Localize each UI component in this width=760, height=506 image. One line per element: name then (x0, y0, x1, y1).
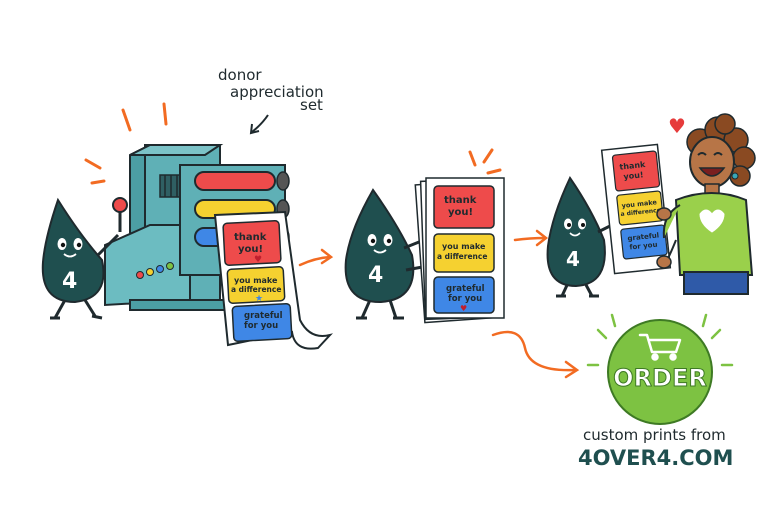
donor-appreciation-annotation: donor appreciation set (218, 66, 324, 135)
arrow-icon (513, 229, 549, 247)
heart-icon: ♥ (254, 255, 262, 265)
star-icon: ★ (255, 294, 263, 304)
mascot-3-number: 4 (566, 247, 580, 271)
machine-sticker-make2: a difference (231, 285, 281, 294)
handoff-sticker-make2: a difference (620, 207, 661, 218)
stack-sticker-grateful1: grateful (446, 284, 485, 294)
stack-sticker-make1: you make (442, 242, 486, 251)
annotation-line-3: set (300, 96, 323, 114)
handoff-sticker-make1: you make (621, 198, 658, 210)
heart-icon: ♥ (460, 304, 467, 313)
stack-sticker-you: you! (448, 207, 473, 218)
machine-sticker-grateful1: grateful (244, 311, 283, 321)
site-link[interactable]: 4OVER4.COM (578, 446, 733, 470)
mascot-2-number: 4 (368, 263, 383, 288)
mascot-1-number: 4 (62, 269, 77, 294)
annotation-line-1: donor (218, 66, 262, 84)
arrow-icon (298, 248, 334, 267)
curved-arrow-icon (491, 330, 580, 379)
mascot-drop-3: 4 (546, 176, 615, 298)
happy-donor: ♥ (656, 113, 756, 295)
handoff-sticker-you: you! (623, 170, 644, 181)
heart-icon: ♥ (668, 114, 686, 138)
machine-sticker-you: you! (238, 244, 263, 255)
stack-sticker-thank: thank (444, 195, 477, 206)
machine-sticker-make1: you make (234, 276, 278, 285)
printed-sheet-machine: thank you! ♥ you make a difference ★ gra… (213, 210, 334, 350)
sticker-sheet-handoff: thank you! you make a difference gratefu… (600, 143, 672, 275)
stack-sticker-make2: a difference (437, 252, 487, 261)
mascot-drop-2: 4 (344, 188, 429, 320)
handoff-sticker-grateful2: for you (629, 241, 658, 252)
stack-sticker-grateful2: for you (448, 294, 482, 304)
machine-sticker-grateful2: for you (244, 321, 278, 331)
handoff-sticker-thank: thank (619, 160, 646, 172)
machine-sticker-thank: thank (234, 232, 267, 243)
handoff-sticker-grateful1: grateful (627, 231, 659, 242)
order-caption: custom prints from 4OVER4.COM (578, 426, 733, 470)
order-button[interactable]: ORDER (586, 313, 734, 425)
shopping-cart-icon (638, 333, 682, 361)
sticker-sheet-stack: thank you! you make a difference gratefu… (414, 177, 505, 324)
order-button-label[interactable]: ORDER (613, 364, 708, 393)
caption-text: custom prints from (583, 426, 726, 444)
annotation-line-2: appreciation (230, 83, 324, 101)
motion-sparks (84, 102, 502, 185)
mascot-drop-1: 4 (41, 197, 120, 320)
